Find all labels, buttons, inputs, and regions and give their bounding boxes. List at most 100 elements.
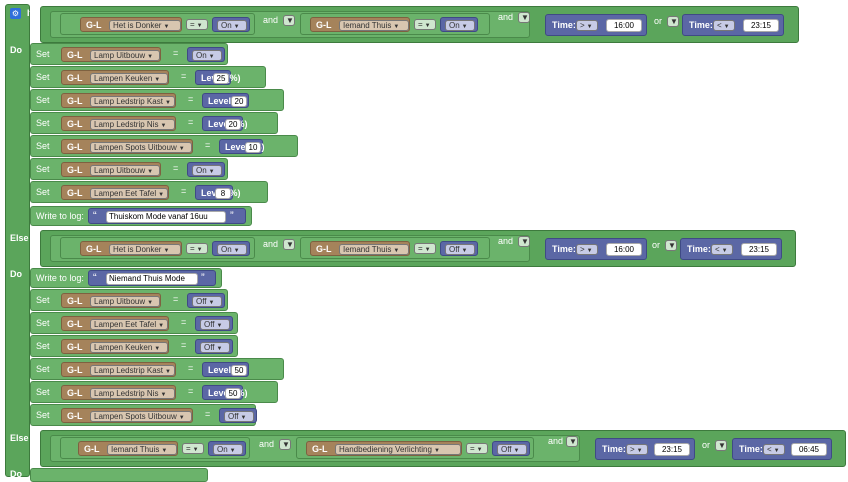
device-block[interactable]: G-L Lamp Uitbouw▼	[61, 47, 161, 62]
value-block[interactable]: On▼	[212, 241, 250, 256]
set-action-row[interactable]: Set G-L Lampen Spots Uitbouw▼ = Level (%…	[30, 135, 298, 157]
value-dropdown[interactable]: Off▼	[497, 444, 527, 455]
set-action-row[interactable]: Set G-L Lamp Uitbouw▼ = On▼	[30, 43, 228, 65]
set-action-row[interactable]: Set G-L Lamp Ledstrip Nis▼ = Level (%) 5…	[30, 381, 278, 403]
time-input[interactable]: 23:15	[741, 243, 777, 256]
level-input[interactable]: 50	[231, 365, 247, 376]
device-dropdown[interactable]: Iemand Thuis▼	[107, 444, 177, 455]
time-op-dropdown[interactable]: >▼	[576, 20, 598, 31]
device-block[interactable]: G-L Lampen Spots Uitbouw▼	[61, 139, 193, 154]
device-dropdown[interactable]: Iemand Thuis▼	[339, 20, 409, 31]
operator-dropdown[interactable]: =▼	[414, 19, 436, 30]
device-block[interactable]: G-L Lampen Eet Tafel▼	[61, 316, 169, 331]
log-text-block[interactable]: “ Thuiskom Mode vanaf 16uu ”	[88, 208, 246, 224]
device-dropdown[interactable]: Lamp Ledstrip Kast▼	[90, 96, 175, 107]
level-input[interactable]: 20	[231, 96, 247, 107]
device-dropdown[interactable]: Handbediening Verlichting▼	[335, 444, 461, 455]
device-block[interactable]: G-L Lampen Keuken▼	[61, 70, 169, 85]
and-dropdown-arrow-icon[interactable]: ▼	[518, 236, 530, 247]
value-dropdown[interactable]: On▼	[445, 20, 475, 31]
time-block[interactable]: Time: >▼ 23:15	[595, 438, 695, 460]
time-input[interactable]: 23:15	[743, 19, 779, 32]
time-input[interactable]: 06:45	[791, 443, 827, 456]
and-dropdown-arrow-icon[interactable]: ▼	[283, 239, 295, 250]
time-op-dropdown[interactable]: >▼	[576, 244, 598, 255]
time-op-dropdown[interactable]: >▼	[626, 444, 648, 455]
device-block[interactable]: G-L Lampen Keuken▼	[61, 339, 169, 354]
set-action-row[interactable]: Set G-L Lampen Eet Tafel▼ = Off▼	[30, 312, 238, 334]
device-block[interactable]: G-L Lamp Ledstrip Nis▼	[61, 116, 176, 131]
value-block[interactable]: Off▼	[492, 441, 530, 456]
set-action-row[interactable]: Set G-L Lampen Spots Uitbouw▼ = Off▼	[30, 404, 257, 426]
or-dropdown-arrow-icon[interactable]: ▼	[667, 16, 679, 27]
device-block[interactable]: G-L Lamp Uitbouw▼	[61, 293, 161, 308]
set-action-row[interactable]: Set G-L Lampen Eet Tafel▼ = Level (%) 8	[30, 181, 268, 203]
device-dropdown[interactable]: Lampen Eet Tafel▼	[90, 319, 168, 330]
value-block[interactable]: On▼	[187, 162, 225, 177]
and-dropdown-arrow-icon[interactable]: ▼	[518, 12, 530, 23]
device-dropdown[interactable]: Lamp Uitbouw▼	[90, 50, 160, 61]
device-dropdown[interactable]: Lamp Uitbouw▼	[90, 296, 160, 307]
set-action-row[interactable]: Set G-L Lamp Uitbouw▼ = Off▼	[30, 289, 228, 311]
value-dropdown[interactable]: On▼	[213, 444, 243, 455]
set-action-row[interactable]: Set G-L Lamp Ledstrip Kast▼ = Level (%) …	[30, 89, 284, 111]
set-action-row[interactable]: Set G-L Lampen Keuken▼ = Level (%) 25	[30, 66, 266, 88]
gear-icon[interactable]: ⚙	[10, 8, 21, 19]
log-text-input[interactable]: Thuiskom Mode vanaf 16uu	[106, 211, 226, 223]
value-block[interactable]: On▼	[208, 441, 246, 456]
time-op-dropdown[interactable]: <▼	[713, 20, 735, 31]
time-block[interactable]: Time: <▼ 23:15	[680, 238, 782, 260]
operator-dropdown[interactable]: =▼	[186, 243, 208, 254]
level-input[interactable]: 25	[213, 73, 229, 84]
device-dropdown[interactable]: Lampen Spots Uitbouw▼	[90, 411, 192, 422]
value-block[interactable]: Level (%) 8	[195, 185, 241, 200]
operator-dropdown[interactable]: =▼	[186, 19, 208, 30]
level-input[interactable]: 50	[225, 388, 241, 399]
operator-dropdown[interactable]: =▼	[182, 443, 204, 454]
value-dropdown[interactable]: Off▼	[445, 244, 475, 255]
time-op-dropdown[interactable]: <▼	[763, 444, 785, 455]
device-block[interactable]: G-L Lampen Spots Uitbouw▼	[61, 408, 193, 423]
device-dropdown[interactable]: Lampen Spots Uitbouw▼	[90, 142, 192, 153]
if-block-spine[interactable]	[5, 4, 30, 477]
value-dropdown[interactable]: On▼	[217, 20, 247, 31]
time-input[interactable]: 23:15	[654, 443, 690, 456]
device-block[interactable]: G-L Lamp Uitbouw▼	[61, 162, 161, 177]
and-dropdown-arrow-icon[interactable]: ▼	[279, 439, 291, 450]
device-dropdown[interactable]: Het is Donker▼	[109, 20, 181, 31]
value-block[interactable]: Off▼	[195, 339, 233, 354]
device-block-iemand-thuis[interactable]: G-L Iemand Thuis▼	[78, 441, 178, 456]
value-dropdown[interactable]: On▼	[192, 165, 222, 176]
value-block[interactable]: Off▼	[219, 408, 257, 423]
device-dropdown[interactable]: Het is Donker▼	[109, 244, 181, 255]
device-dropdown[interactable]: Lamp Ledstrip Nis▼	[90, 388, 175, 399]
value-dropdown[interactable]: Off▼	[192, 296, 222, 307]
set-action-row[interactable]: Set G-L Lamp Uitbouw▼ = On▼	[30, 158, 228, 180]
level-input[interactable]: 10	[245, 142, 261, 153]
time-input[interactable]: 16:00	[606, 243, 642, 256]
device-block-iemand-thuis[interactable]: G-L Iemand Thuis▼	[310, 17, 410, 32]
device-dropdown[interactable]: Lampen Eet Tafel▼	[90, 188, 168, 199]
device-block[interactable]: G-L Lamp Ledstrip Kast▼	[61, 362, 176, 377]
level-input[interactable]: 8	[215, 188, 231, 199]
value-block[interactable]: Level (%) 10	[219, 139, 265, 154]
value-dropdown[interactable]: On▼	[217, 244, 247, 255]
device-dropdown[interactable]: Lamp Uitbouw▼	[90, 165, 160, 176]
log-block-partial[interactable]	[30, 468, 208, 482]
set-action-row[interactable]: Set G-L Lamp Ledstrip Kast▼ = Level (%) …	[30, 358, 284, 380]
value-dropdown[interactable]: Off▼	[224, 411, 254, 422]
device-block-het-is-donker[interactable]: G-L Het is Donker▼	[80, 17, 182, 32]
set-action-row[interactable]: Set G-L Lampen Keuken▼ = Off▼	[30, 335, 238, 357]
log-text-block[interactable]: “ Niemand Thuis Mode ”	[88, 270, 216, 286]
time-op-dropdown[interactable]: <▼	[711, 244, 733, 255]
value-block[interactable]: Off▼	[187, 293, 225, 308]
device-block-het-is-donker[interactable]: G-L Het is Donker▼	[80, 241, 182, 256]
value-dropdown[interactable]: Off▼	[200, 319, 230, 330]
or-dropdown-arrow-icon[interactable]: ▼	[665, 240, 677, 251]
device-block-iemand-thuis[interactable]: G-L Iemand Thuis▼	[310, 241, 410, 256]
device-dropdown[interactable]: Lampen Keuken▼	[90, 73, 168, 84]
time-block[interactable]: Time: <▼ 06:45	[732, 438, 832, 460]
set-action-row[interactable]: Set G-L Lamp Ledstrip Nis▼ = Level (%) 2…	[30, 112, 278, 134]
and-dropdown-arrow-icon[interactable]: ▼	[566, 436, 578, 447]
time-block[interactable]: Time: <▼ 23:15	[682, 14, 784, 36]
